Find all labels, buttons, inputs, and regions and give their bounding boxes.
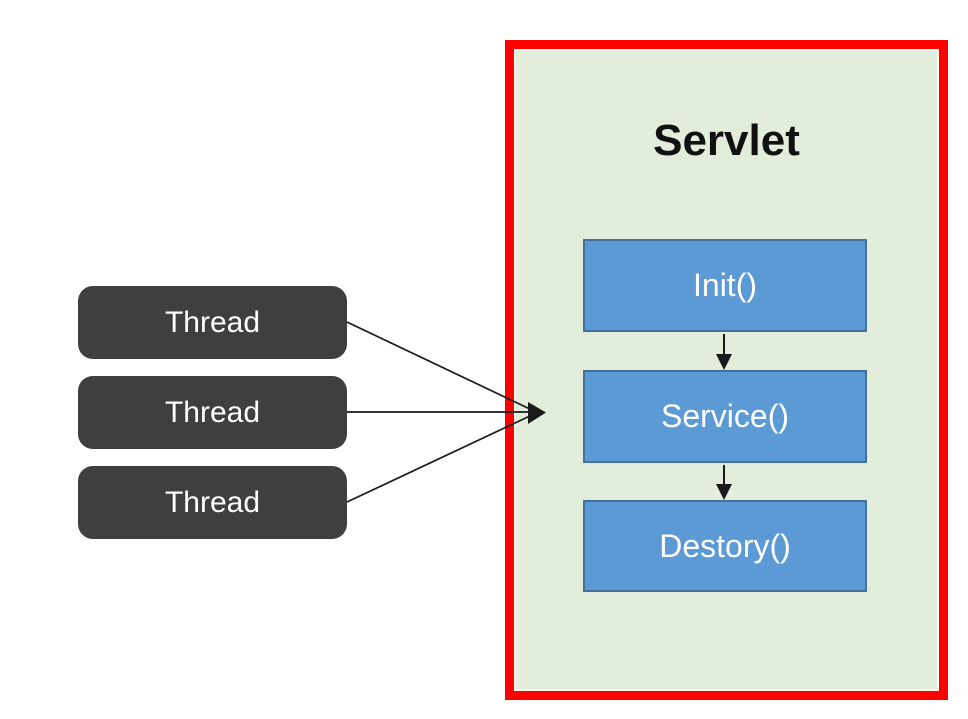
lifecycle-box-init: Init() (583, 239, 867, 332)
thread-box-1: Thread (78, 286, 347, 359)
thread-label-1: Thread (164, 305, 261, 339)
thread-box-2: Thread (78, 376, 347, 449)
thread-label-3: Thread (164, 485, 261, 519)
thread-box-3: Thread (78, 466, 347, 539)
thread-label-2: Thread (164, 395, 261, 429)
lifecycle-label-destory: Destory() (659, 527, 791, 564)
lifecycle-box-service: Service() (583, 370, 867, 463)
lifecycle-box-destory: Destory() (583, 500, 867, 592)
lifecycle-label-init: Init() (693, 267, 757, 303)
servlet-title: Servlet (653, 116, 800, 165)
lifecycle-label-service: Service() (660, 398, 789, 434)
